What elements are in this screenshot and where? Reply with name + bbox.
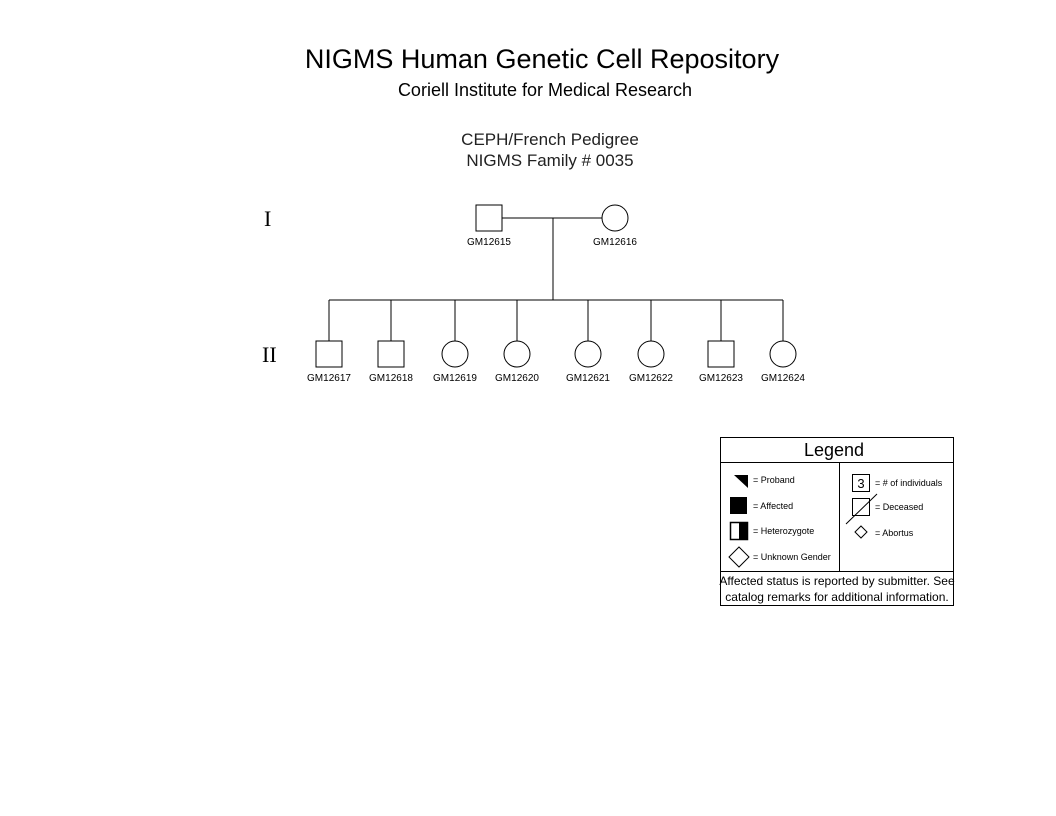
count-icon	[852, 474, 870, 492]
legend-box: Legend = Proband = Affected = Heterozygo…	[719, 437, 955, 606]
individual-GM12619: GM12619	[433, 300, 477, 384]
count-symbol: 3	[857, 476, 864, 491]
female-symbol	[769, 340, 797, 368]
individual-GM12620: GM12620	[495, 300, 539, 384]
legend-count: = # of individuals	[875, 478, 943, 488]
individual-GM12615: GM12615	[467, 204, 511, 248]
affected-icon	[730, 497, 747, 514]
male-symbol	[377, 340, 405, 368]
legend-proband: = Proband	[753, 475, 795, 485]
individual-GM12623: GM12623	[699, 300, 743, 384]
pedigree-name: CEPH/French Pedigree	[461, 130, 639, 149]
individual-id: GM12615	[467, 237, 511, 248]
individual-GM12621: GM12621	[566, 300, 610, 384]
generation-label-1: I	[264, 206, 272, 231]
deceased-icon	[845, 493, 878, 525]
female-symbol	[601, 204, 629, 232]
legend-note-line-1: Affected status is reported by submitter…	[719, 574, 955, 588]
individual-id: GM12622	[629, 373, 673, 384]
male-symbol	[315, 340, 343, 368]
individual-GM12617: GM12617	[307, 300, 351, 384]
female-symbol	[441, 340, 469, 368]
individual-GM12618: GM12618	[369, 300, 413, 384]
page-subtitle: Coriell Institute for Medical Research	[397, 80, 693, 100]
unknown-gender-icon	[728, 546, 750, 568]
family-number: NIGMS Family # 0035	[466, 151, 634, 170]
individual-id: GM12617	[307, 373, 351, 384]
individual-id: GM12624	[761, 373, 805, 384]
individual-id: GM12619	[433, 373, 477, 384]
abortus-icon	[854, 525, 868, 539]
male-symbol	[707, 340, 735, 368]
legend-note-line-2: catalog remarks for additional informati…	[725, 590, 948, 604]
female-symbol	[574, 340, 602, 368]
individual-id: GM12623	[699, 373, 743, 384]
page-title: NIGMS Human Genetic Cell Repository	[304, 44, 780, 74]
individual-id: GM12616	[593, 237, 637, 248]
proband-icon	[734, 475, 748, 488]
pedigree-title: CEPH/French Pedigree NIGMS Family # 0035	[0, 129, 1056, 171]
male-symbol	[475, 204, 503, 232]
individual-id: GM12620	[495, 373, 539, 384]
generation-label-2: II	[262, 342, 277, 367]
individual-GM12624: GM12624	[761, 300, 805, 384]
legend-abortus: = Abortus	[875, 528, 914, 538]
legend-title: Legend	[804, 440, 864, 460]
heterozygote-icon	[729, 521, 749, 541]
female-symbol	[637, 340, 665, 368]
individual-GM12622: GM12622	[629, 300, 673, 384]
legend-heterozygote: = Heterozygote	[753, 526, 814, 536]
individual-id: GM12621	[566, 373, 610, 384]
individual-GM12616: GM12616	[593, 204, 637, 248]
legend-affected: = Affected	[753, 501, 793, 511]
legend-unknown-gender: = Unknown Gender	[753, 552, 831, 562]
legend-deceased: = Deceased	[875, 502, 923, 512]
female-symbol	[503, 340, 531, 368]
individual-id: GM12618	[369, 373, 413, 384]
